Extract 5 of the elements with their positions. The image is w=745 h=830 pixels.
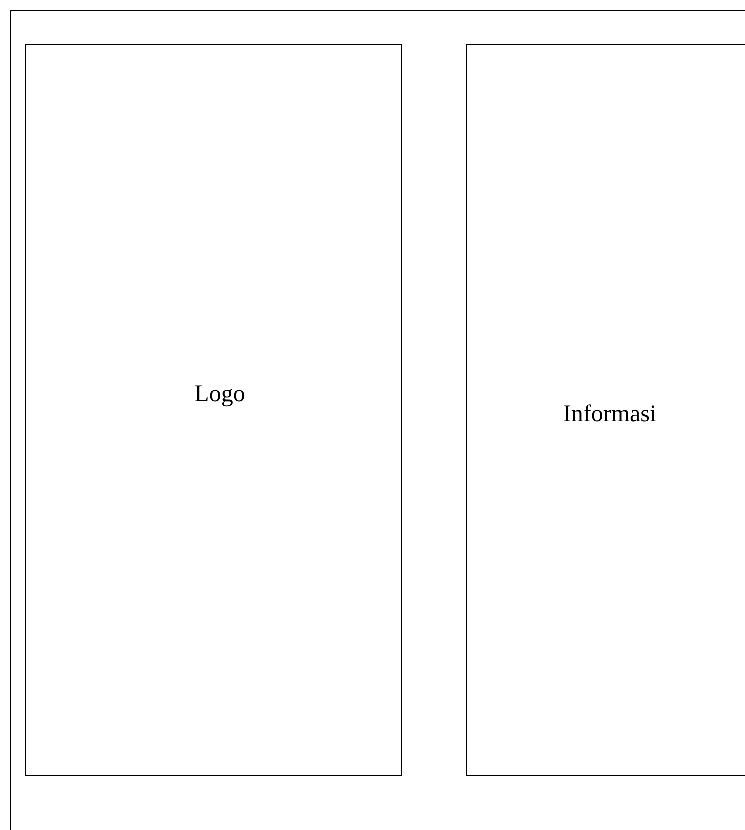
layout-panel [25,44,402,776]
panel-label: Informasi [563,402,657,428]
panel-label: Logo [194,382,246,408]
layout-panel [466,44,745,776]
page-frame [10,10,745,830]
